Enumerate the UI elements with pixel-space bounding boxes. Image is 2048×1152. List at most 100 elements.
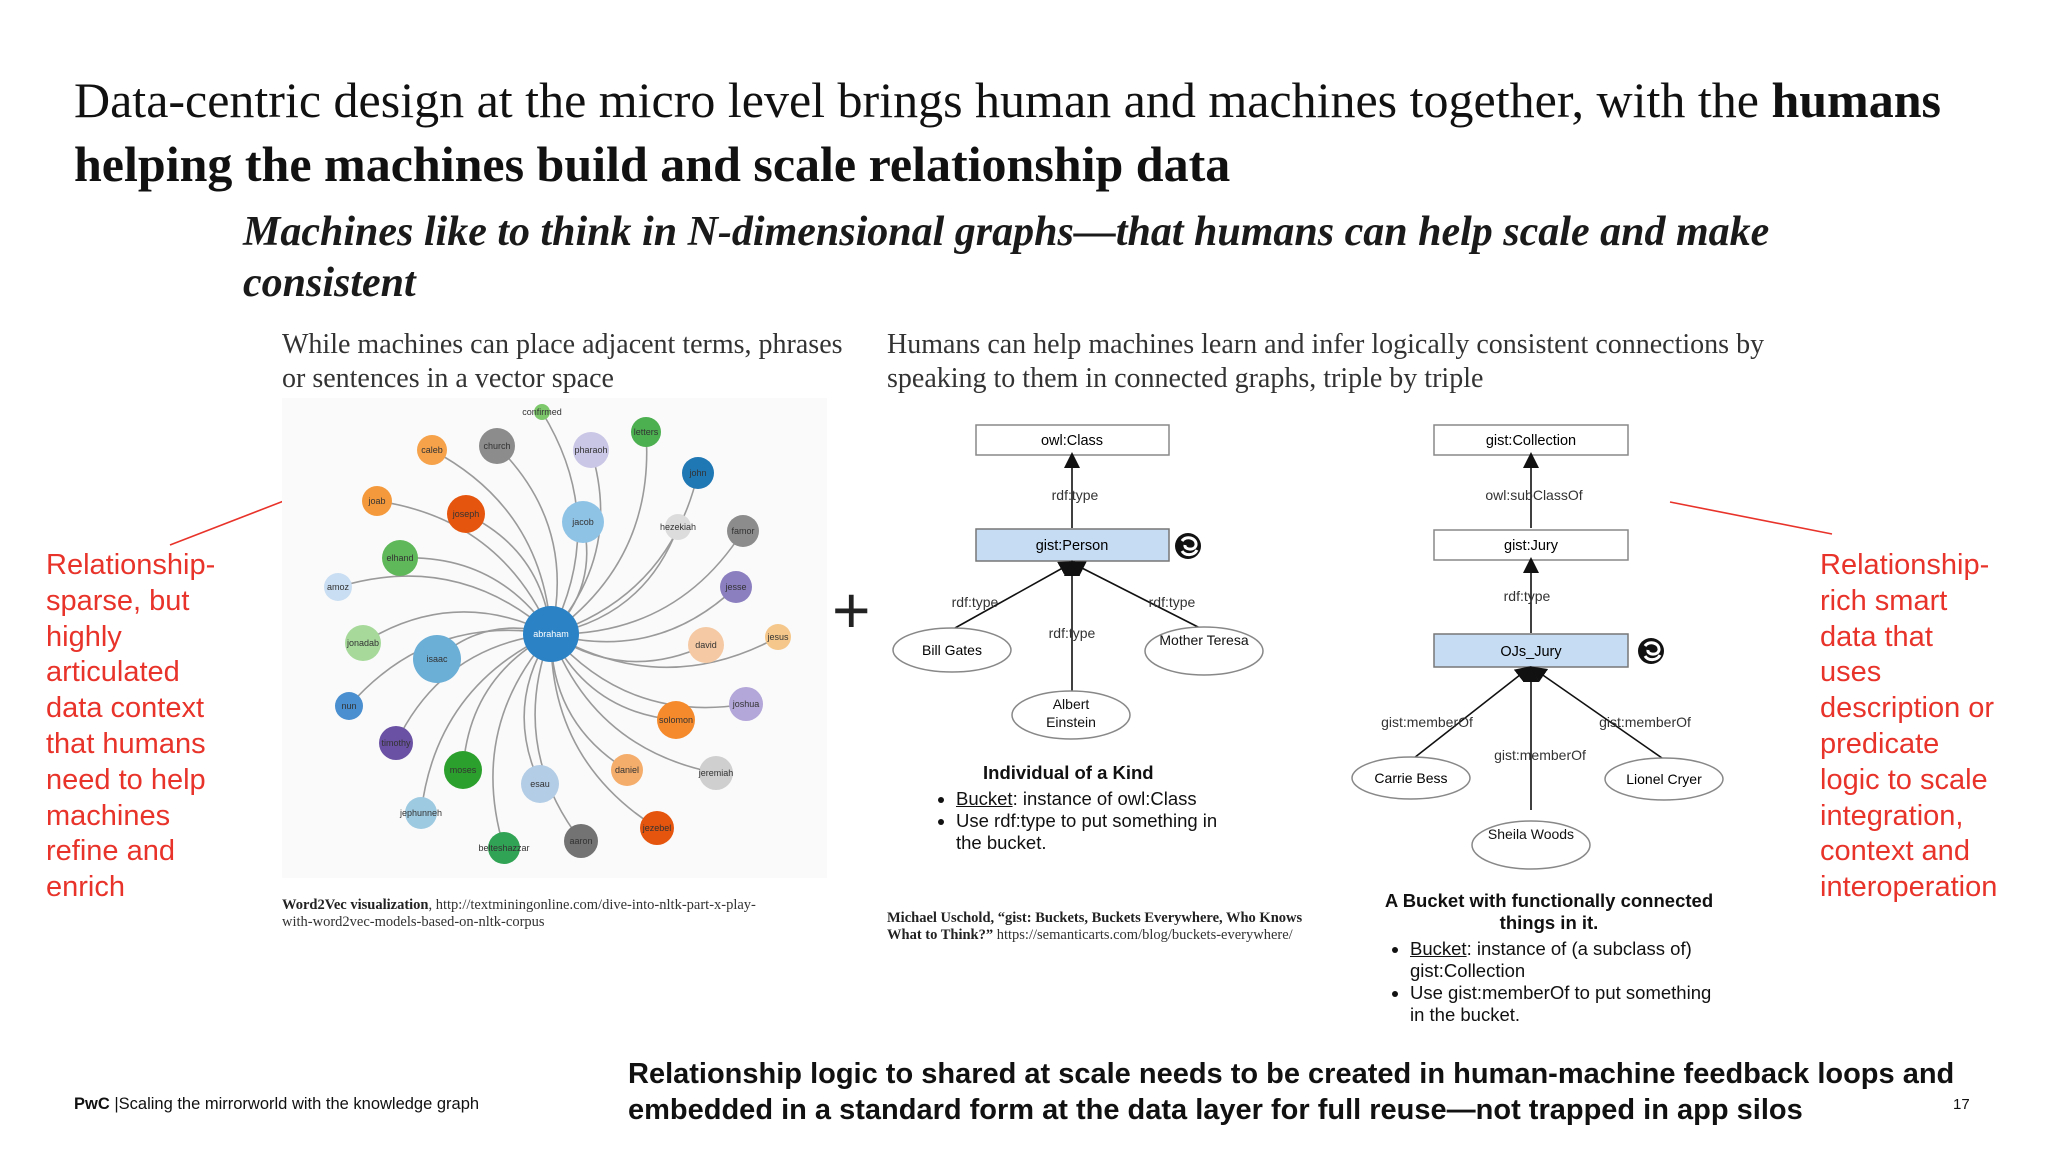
word2vec-node (611, 754, 643, 786)
word2vec-node-label: belteshazzar (478, 843, 529, 853)
slide-subtitle: Machines like to think in N-dimensional … (243, 209, 1770, 306)
word2vec-node (488, 832, 520, 864)
member-of-label-mid: gist:memberOf (1494, 747, 1586, 763)
word2vec-link (376, 500, 552, 635)
word2vec-node-label: jacob (571, 517, 594, 527)
gist-collection-label: gist:Collection (1486, 433, 1576, 449)
member-albert-einstein: Albert Einstein (1046, 696, 1096, 730)
word2vec-node (699, 756, 733, 790)
rdf-type-label-top: rdf:type (1052, 487, 1099, 503)
word2vec-link (534, 633, 582, 842)
word2vec-link (550, 633, 779, 669)
left-note-line: machines (46, 799, 171, 832)
word2vec-node (727, 515, 759, 547)
word2vec-node-label: jezebel (642, 823, 672, 833)
word2vec-node (405, 797, 437, 829)
gist-jury-label: gist:Jury (1504, 538, 1559, 554)
slide-title: Data-centric design at the micro level b… (74, 68, 1974, 196)
left-note-line: sparse, but (46, 584, 190, 617)
bucket-term: Bucket (956, 788, 1013, 809)
left-note-line: Relationship- (46, 549, 216, 581)
word2vec-link (337, 575, 552, 635)
left-note-line: articulated (46, 656, 180, 689)
bucket-collection-definition: : instance of (a subclass of) gist:Colle… (1410, 938, 1692, 981)
bucket-bullet: Bucket: instance of owl:Class (956, 788, 1230, 810)
word2vec-node-label: letters (634, 427, 659, 437)
gist-jury-diagram: gist:Collection owl:subClassOf gist:Jury… (1351, 424, 1724, 870)
word2vec-node (640, 811, 674, 845)
word2vec-node (562, 501, 604, 543)
footer-source: PwC |Scaling the mirrorworld with the kn… (74, 1095, 479, 1114)
word2vec-node-label: timothy (381, 738, 411, 748)
bucket-functional-heading: A Bucket with functionally connected thi… (1384, 890, 1714, 933)
bucket-functional-list: A Bucket with functionally connected thi… (1384, 890, 1714, 1026)
word2vec-node-label: church (483, 441, 510, 451)
right-note-line: data that (1820, 620, 1933, 653)
word2vec-citation-url: , http://textminingonline.com/dive-into-… (282, 897, 756, 930)
gist-person-diagram: owl:Class rdf:type gist:Person rdf:type … (892, 424, 1264, 740)
word2vec-link (550, 472, 699, 635)
word2vec-node (657, 701, 695, 739)
word2vec-node-label: nun (341, 701, 356, 711)
right-caption: Humans can help machines learn and infer… (887, 329, 1765, 394)
word2vec-link (420, 633, 552, 814)
gist-person-label: gist:Person (1036, 538, 1109, 554)
individual-of-kind-heading: Individual of a Kind (983, 762, 1154, 783)
word2vec-node-label: joab (367, 496, 385, 506)
word2vec-node (413, 635, 461, 683)
word2vec-node (521, 765, 559, 803)
word2vec-node (720, 571, 752, 603)
word2vec-node-label: amoz (327, 582, 350, 592)
word2vec-node-label: david (695, 640, 717, 650)
word2vec-node (729, 687, 763, 721)
right-note-line: Relationship- (1820, 549, 1990, 581)
individual-of-kind-list: Individual of a Kind Bucket: instance of… (930, 762, 1230, 854)
word2vec-center-node (523, 606, 579, 662)
bucket-collection-bullet: Bucket: instance of (a subclass of) gist… (1410, 938, 1714, 982)
uschold-citation-title: Michael Uschold, “gist: Buckets, Buckets… (887, 910, 1303, 943)
word2vec-citation-title: Word2Vec visualization (282, 897, 429, 913)
word2vec-node-label: confirmed (522, 407, 562, 417)
word2vec-node (444, 751, 482, 789)
word2vec-node-label: isaac (426, 654, 448, 664)
rdf-type-label-jury: rdf:type (1504, 588, 1551, 604)
word2vec-link (492, 633, 552, 849)
word2vec-node-label: famor (731, 526, 754, 536)
bottom-message: Relationship logic to shared at scale ne… (628, 1058, 1955, 1126)
word2vec-node (382, 540, 418, 576)
right-note-line: integration, (1820, 799, 1964, 832)
word2vec-citation: Word2Vec visualization, http://textminin… (282, 897, 782, 931)
word2vec-node (688, 627, 724, 663)
word2vec-node-label: joseph (452, 509, 480, 519)
ojs-jury-label: OJs_Jury (1500, 644, 1562, 660)
word2vec-link (431, 449, 552, 635)
word2vec-node-label: moses (450, 765, 477, 775)
rdf-type-label-left: rdf:type (952, 594, 999, 610)
word2vec-node-label: jonadab (346, 638, 379, 648)
owl-class-label: owl:Class (1041, 433, 1103, 449)
member-mother-teresa: Mother Teresa (1159, 632, 1249, 648)
word2vec-node (379, 726, 413, 760)
word2vec-link (550, 530, 744, 635)
subclass-label: owl:subClassOf (1485, 487, 1582, 503)
word2vec-link (550, 633, 658, 829)
left-note-line: that humans (46, 727, 206, 760)
left-note-line: need to help (46, 763, 206, 796)
left-note-line: enrich (46, 871, 125, 904)
right-note-line: context and (1820, 835, 1970, 868)
word2vec-node-label: jesus (766, 632, 789, 642)
word2vec-node (534, 404, 550, 420)
page-number: 17 (1953, 1096, 1970, 1113)
left-note-line: highly (46, 620, 122, 653)
word2vec-node-label: solomon (659, 715, 693, 725)
right-note-line: logic to scale (1820, 763, 1988, 796)
word2vec-node (665, 514, 691, 540)
word2vec-node (682, 457, 714, 489)
uschold-citation: Michael Uschold, “gist: Buckets, Buckets… (887, 910, 1327, 944)
word2vec-node (335, 692, 363, 720)
slide-title-regular: Data-centric design at the micro level b… (74, 72, 1772, 128)
plus-sign: + (832, 573, 871, 647)
uschold-citation-url: https://semanticarts.com/blog/buckets-ev… (993, 927, 1293, 943)
word2vec-node-label: joshua (732, 699, 760, 709)
